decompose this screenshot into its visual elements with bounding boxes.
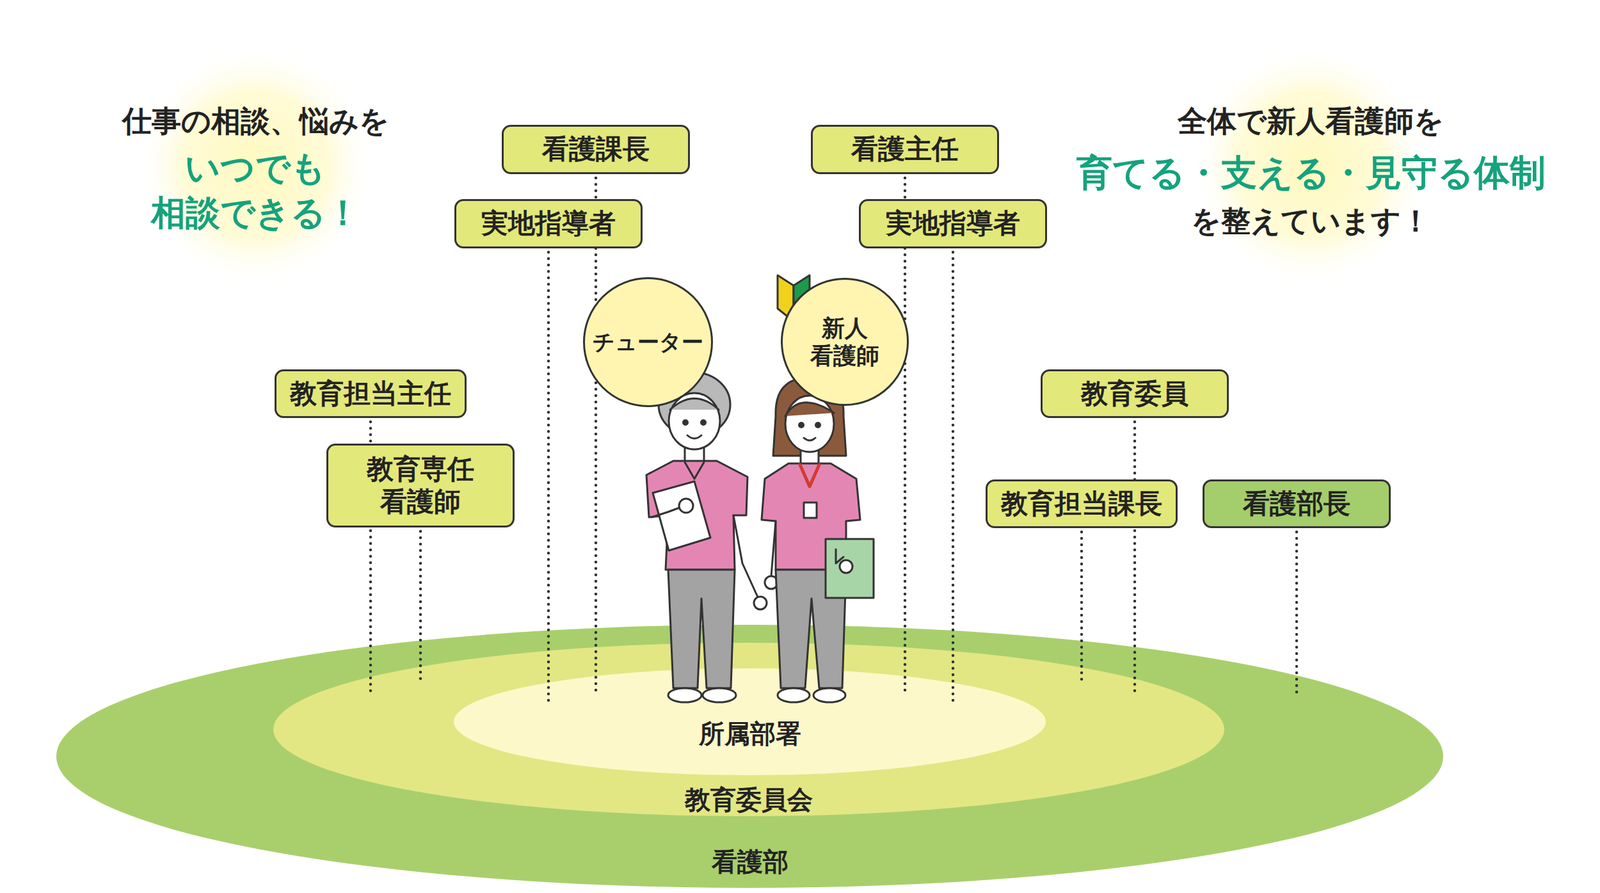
headline-text: を整えています！	[1191, 203, 1431, 239]
band-label: 所属部署	[453, 720, 1046, 747]
headline-text: いつでも 相談できる！	[146, 145, 365, 236]
role-box: 教育担当主任	[274, 369, 467, 418]
ellipse-band: 看護部 教育委員会 所属部署	[56, 624, 1444, 888]
glow-left	[133, 43, 377, 287]
headline-text: 仕事の相談、悩みを	[122, 103, 390, 139]
role-label: 看護部長	[1242, 487, 1351, 520]
ellipse-band: 教育委員会所属部署	[273, 642, 1225, 816]
role-box: 教育担当課長	[985, 479, 1178, 528]
role-box: 教育専任 看護師	[326, 443, 515, 528]
dotted-connector	[594, 177, 598, 694]
role-label: 看護課長	[542, 133, 650, 166]
headline-text: 育てる・支える・見守る体制	[1076, 151, 1546, 194]
role-label: 看護主任	[851, 133, 959, 166]
role-box: 看護課長	[501, 124, 690, 175]
role-box: 看護主任	[810, 124, 1000, 175]
ellipse-fill	[453, 668, 1046, 776]
dotted-connector	[903, 177, 907, 694]
role-label: 教育委員	[1080, 377, 1189, 410]
ellipse-fill	[56, 624, 1444, 888]
ellipse-fill	[273, 642, 1225, 816]
role-label: 教育担当課長	[1000, 487, 1163, 520]
role-label: 新人 看護師	[807, 314, 884, 370]
role-circle: チューター	[583, 277, 713, 408]
role-box: 看護部長	[1202, 479, 1391, 528]
band-label: 教育委員会	[273, 786, 1225, 813]
role-box: 教育委員	[1040, 369, 1229, 418]
role-label: 実地指導者	[481, 207, 616, 240]
headline-text: 全体で新人看護師を	[1177, 103, 1444, 139]
role-circle: 新人 看護師	[780, 277, 909, 406]
role-label: 教育担当主任	[289, 377, 452, 410]
dotted-connector	[1295, 531, 1299, 694]
role-box: 実地指導者	[858, 199, 1048, 249]
role-label: 教育専任 看護師	[358, 453, 482, 518]
role-label: チューター	[592, 328, 704, 356]
role-box: 実地指導者	[454, 199, 643, 249]
band-label: 看護部	[56, 848, 1444, 875]
role-label: 実地指導者	[885, 207, 1021, 240]
ellipse-band: 所属部署	[453, 668, 1046, 776]
